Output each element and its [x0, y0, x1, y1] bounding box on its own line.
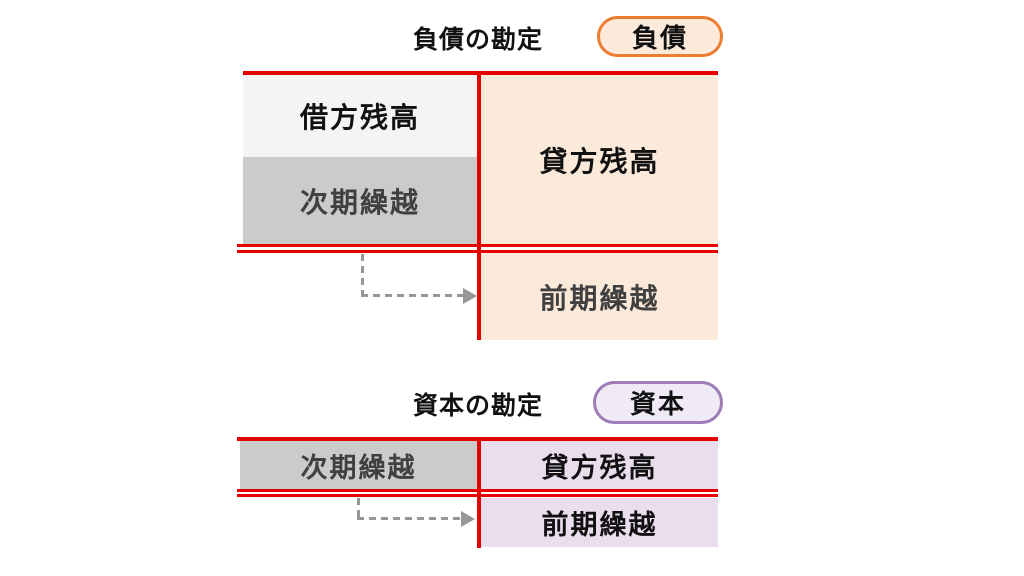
- arrow-horizontal-segment: [361, 294, 464, 297]
- capital-credit-balance-cell: 貸方残高: [481, 441, 718, 489]
- arrow-vertical-segment: [361, 254, 364, 296]
- capital-badge: 資本: [593, 381, 723, 424]
- capital-next-period-carryover-cell: 次期繰越: [240, 441, 477, 489]
- arrow-vertical-segment: [357, 498, 360, 519]
- capital-prev-period-carryover-cell: 前期繰越: [481, 498, 718, 547]
- capital-account-divider-line: [477, 437, 481, 548]
- liability-badge: 負債: [597, 16, 723, 57]
- liability-credit-balance-cell: 貸方残高: [481, 75, 718, 245]
- liability-debit-balance-label: 借方残高: [299, 102, 420, 133]
- liability-next-period-carryover-label: 次期繰越: [299, 187, 420, 218]
- arrow-head-icon: [461, 511, 475, 527]
- liability-section-title: 負債の勘定: [412, 26, 543, 54]
- arrow-horizontal-segment: [357, 517, 463, 520]
- arrow-head-icon: [463, 288, 477, 304]
- liability-account-divider-line: [477, 71, 481, 340]
- capital-badge-label: 資本: [629, 389, 686, 419]
- liability-debit-balance-cell: 借方残高: [243, 75, 477, 157]
- capital-prev-period-carryover-label: 前期繰越: [541, 510, 658, 540]
- liability-credit-balance-label: 貸方残高: [539, 146, 660, 177]
- capital-section-title: 資本の勘定: [412, 392, 543, 420]
- capital-next-period-carryover-label: 次期繰越: [300, 452, 417, 483]
- liability-badge-label: 負債: [631, 23, 688, 53]
- capital-credit-balance-label: 貸方残高: [541, 452, 658, 483]
- liability-prev-period-carryover-cell: 前期繰越: [481, 253, 718, 340]
- liability-next-period-carryover-cell: 次期繰越: [243, 157, 477, 245]
- liability-prev-period-carryover-label: 前期繰越: [539, 282, 660, 314]
